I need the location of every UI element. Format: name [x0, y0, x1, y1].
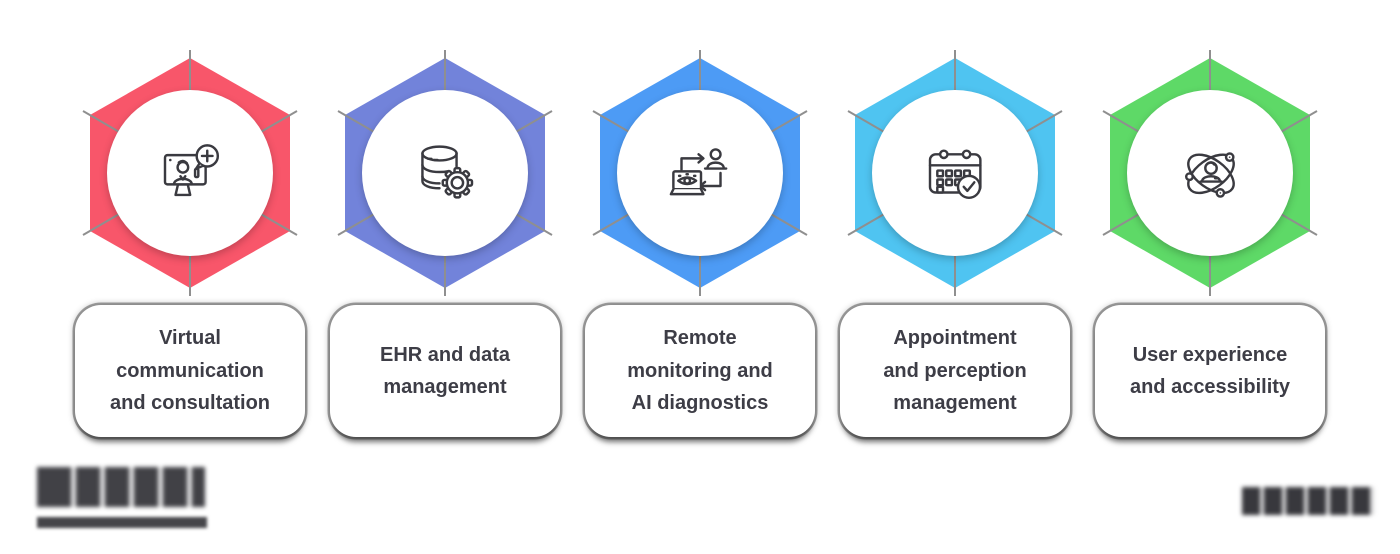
telemedicine-doctor-screen-icon [152, 134, 230, 212]
label-card-user-experience: User experience and accessibility [1095, 305, 1325, 437]
label-card-ehr-data: EHR and data management [330, 305, 560, 437]
card-label: Remote monitoring and AI diagnostics [627, 327, 773, 415]
remote-monitoring-laptop-eye-icon [662, 134, 740, 212]
company-logo-left [37, 467, 209, 529]
company-logo-right [1242, 487, 1374, 515]
card-label: User experience and accessibility [1129, 343, 1291, 398]
redacted-wordmark-icon [37, 467, 205, 507]
card-label: EHR and data management [379, 343, 511, 398]
module-user-experience [1095, 48, 1325, 298]
module-appointment [840, 48, 1070, 298]
redacted-tagline-bar [37, 517, 207, 528]
module-ehr-data [330, 48, 560, 298]
card-label: Appointment and perception management [883, 327, 1027, 415]
card-label: Virtual communication and consultation [110, 327, 270, 415]
calendar-check-icon [917, 134, 995, 212]
database-gear-icon [407, 134, 485, 212]
label-card-remote-monitoring: Remote monitoring and AI diagnostics [585, 305, 815, 437]
module-remote-monitoring [585, 48, 815, 298]
user-orbit-icon [1172, 134, 1250, 212]
module-virtual-communication [75, 48, 305, 298]
label-card-virtual-communication: Virtual communication and consultation [75, 305, 305, 437]
label-card-appointment: Appointment and perception management [840, 305, 1070, 437]
